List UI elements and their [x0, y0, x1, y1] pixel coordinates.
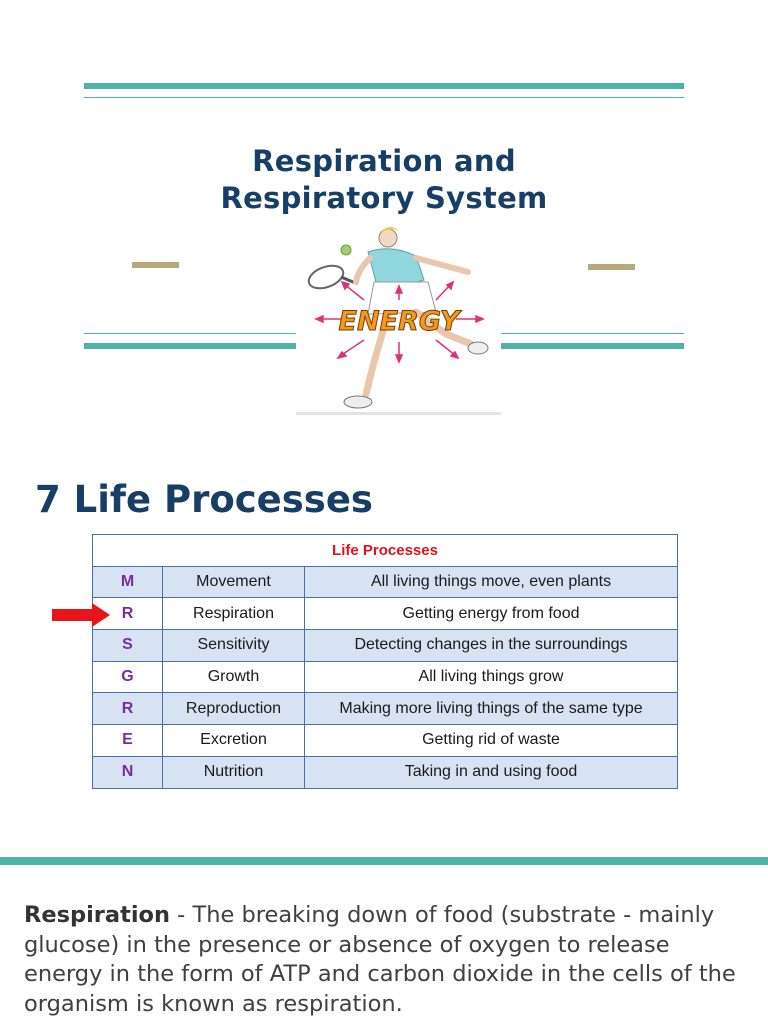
row-letter: S: [92, 629, 163, 662]
section-rule: [0, 857, 768, 865]
table-row: S Sensitivity Detecting changes in the s…: [92, 629, 678, 662]
row-process: Nutrition: [162, 755, 305, 789]
table-header: Life Processes: [92, 534, 678, 567]
row-description: Detecting changes in the surroundings: [304, 629, 678, 662]
top-rule-thick: [84, 83, 684, 89]
row-description: Making more living things of the same ty…: [304, 692, 678, 726]
row-process: Excretion: [162, 724, 305, 757]
table-row: G Growth All living things grow: [92, 660, 678, 694]
title-line-1: Respiration and: [252, 144, 516, 178]
left-rule-thick: [84, 343, 296, 349]
table-row: R Reproduction Making more living things…: [92, 692, 678, 726]
left-tan-bar: [132, 262, 179, 268]
right-rule-thin: [501, 333, 684, 334]
title-slide: Respiration and Respiratory System: [0, 0, 768, 440]
row-letter: E: [92, 724, 163, 757]
energy-label: ENERGY: [339, 306, 462, 337]
title-line-2: Respiratory System: [220, 181, 548, 215]
energy-runner-illustration: ENERGY: [296, 222, 501, 417]
table-row: R Respiration Getting energy from food: [92, 597, 678, 631]
row-letter: R: [92, 692, 163, 726]
row-description: Getting energy from food: [304, 597, 678, 631]
row-process: Reproduction: [162, 692, 305, 726]
right-rule-thick: [501, 343, 684, 349]
top-rule-thin: [84, 97, 684, 98]
life-processes-heading: 7 Life Processes: [35, 478, 373, 521]
row-letter: G: [92, 660, 163, 694]
table-row: E Excretion Getting rid of waste: [92, 724, 678, 757]
row-description: Getting rid of waste: [304, 724, 678, 757]
row-process: Growth: [162, 660, 305, 694]
right-tan-bar: [588, 264, 635, 270]
definition-text: - The breaking down of food (substrate -…: [24, 902, 736, 1017]
row-description: Taking in and using food: [304, 755, 678, 789]
row-description: All living things grow: [304, 660, 678, 694]
slide-title: Respiration and Respiratory System: [0, 143, 768, 217]
row-description: All living things move, even plants: [304, 565, 678, 599]
left-rule-thin: [84, 333, 296, 334]
table-row: M Movement All living things move, even …: [92, 565, 678, 599]
row-process: Respiration: [162, 597, 305, 631]
row-process: Movement: [162, 565, 305, 599]
row-letter: M: [92, 565, 163, 599]
row-letter: N: [92, 755, 163, 789]
table-row: N Nutrition Taking in and using food: [92, 755, 678, 789]
respiration-definition: Respiration - The breaking down of food …: [24, 901, 744, 1019]
red-arrow-icon: [52, 603, 112, 631]
definition-term: Respiration: [24, 902, 171, 928]
life-processes-table: Life Processes M Movement All living thi…: [92, 534, 678, 789]
row-process: Sensitivity: [162, 629, 305, 662]
